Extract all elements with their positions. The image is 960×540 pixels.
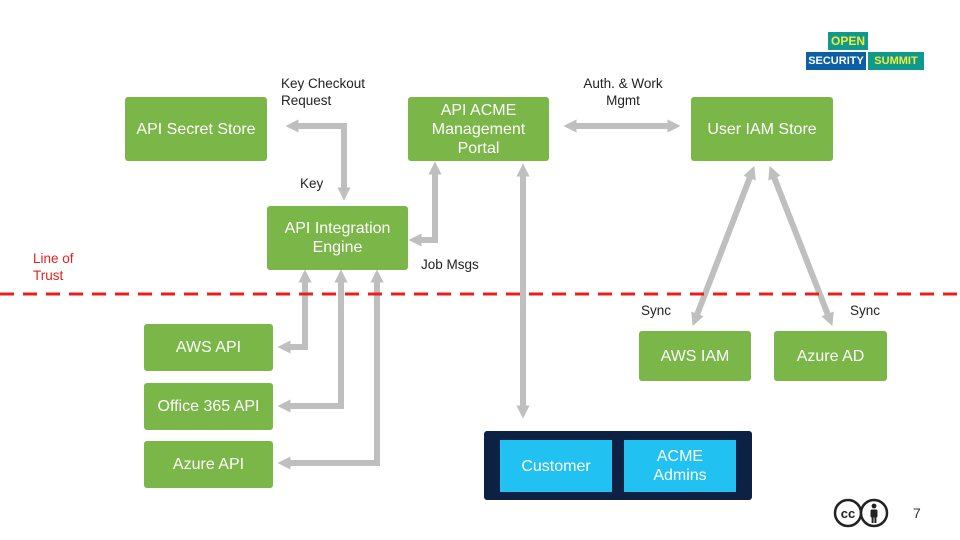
open-security-summit-logo: OPEN SECURITY SUMMIT	[806, 30, 928, 74]
office365-api-label: Office 365 API	[157, 398, 260, 415]
arrow-sync-aws	[691, 165, 756, 327]
acme-admins-label: ACME Admins	[653, 448, 707, 484]
page-number: 7	[913, 505, 921, 521]
sync-right-label: Sync	[850, 303, 881, 318]
customer-box: Customer	[500, 440, 612, 492]
arrow-sync-azure	[768, 165, 834, 327]
aws-api-label: AWS API	[175, 339, 242, 356]
api-acme-portal-box: API ACME Management Portal	[408, 97, 549, 161]
api-secret-store-box: API Secret Store	[125, 97, 267, 161]
arrow-engine-aws	[277, 269, 312, 354]
api-secret-store-label: API Secret Store	[136, 120, 256, 138]
api-integration-engine-label: API Integration Engine	[284, 220, 391, 256]
key-label: Key	[300, 176, 324, 191]
user-iam-store-box: User IAM Store	[691, 97, 833, 161]
aws-iam-label: AWS IAM	[660, 347, 730, 365]
key-checkout-label: Key Checkout Request	[281, 76, 366, 108]
logo-security: SECURITY	[806, 52, 866, 70]
azure-ad-label: Azure AD	[796, 347, 865, 365]
logo-summit: SUMMIT	[868, 52, 924, 70]
cc-by-icon: cc	[833, 498, 889, 528]
azure-api-label: Azure API	[172, 456, 245, 473]
customer-group: Customer ACME Admins	[484, 431, 752, 500]
job-msgs-label: Job Msgs	[421, 257, 479, 272]
aws-iam-box: AWS IAM	[639, 331, 751, 381]
arrow-key-checkout	[285, 119, 351, 201]
arrow-engine-azure	[277, 269, 384, 470]
aws-api-box: AWS API	[144, 324, 273, 371]
user-iam-store-label: User IAM Store	[707, 120, 817, 138]
line-of-trust-label: Line of Trust	[33, 251, 74, 283]
api-integration-engine-box: API Integration Engine	[267, 206, 408, 270]
api-acme-portal-label: API ACME Management Portal	[431, 101, 526, 157]
svg-text:cc: cc	[841, 506, 855, 521]
acme-admins-box: ACME Admins	[624, 440, 736, 492]
auth-work-label: Auth. & Work Mgmt	[583, 76, 663, 108]
customer-label: Customer	[521, 457, 591, 475]
azure-api-box: Azure API	[144, 441, 273, 488]
azure-ad-box: Azure AD	[774, 331, 887, 381]
logo-open: OPEN	[828, 32, 868, 50]
office365-api-box: Office 365 API	[144, 383, 273, 430]
sync-left-label: Sync	[641, 303, 672, 318]
arrow-job-msgs	[408, 161, 442, 247]
